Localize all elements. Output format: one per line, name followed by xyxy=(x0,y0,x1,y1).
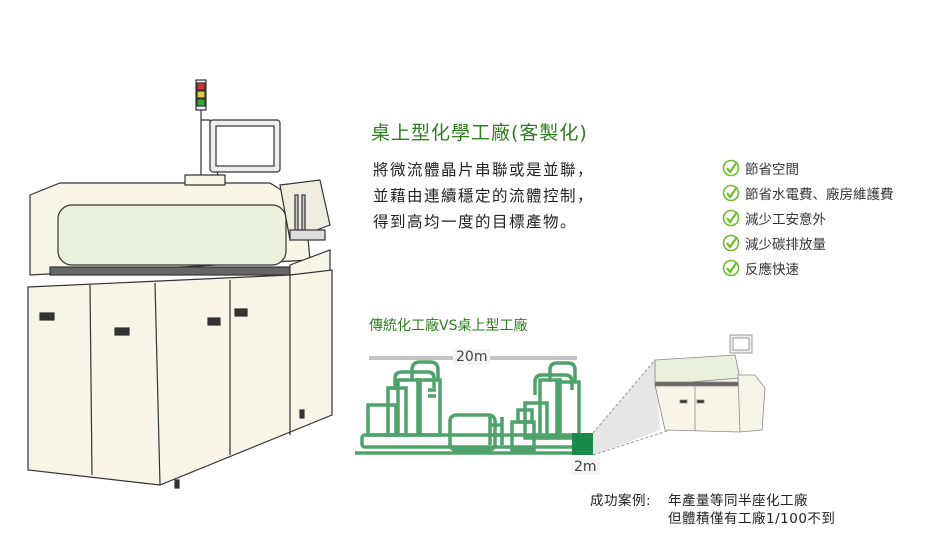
benefit-item: 節省水電費、廠房維護費 xyxy=(722,183,894,203)
zoom-cone xyxy=(593,360,660,455)
traditional-factory-icon xyxy=(355,360,590,455)
traditional-size-label: 20m xyxy=(453,349,491,365)
benefit-label: 減少工安意外 xyxy=(745,212,826,228)
check-circle-icon xyxy=(722,184,740,202)
benefit-item: 減少碳排放量 xyxy=(722,233,826,253)
benefit-item: 節省空間 xyxy=(722,158,799,178)
check-circle-icon xyxy=(722,209,740,227)
benefit-item: 反應快速 xyxy=(722,258,799,278)
benefit-item: 減少工安意外 xyxy=(722,208,826,228)
benefit-label: 節省水電費、廠房維護費 xyxy=(745,187,894,203)
description-line: 並藉由連續穩定的流體控制， xyxy=(373,187,595,205)
benefit-label: 減少碳排放量 xyxy=(745,237,826,253)
comparison-title: 傳統化工廠VS桌上型工廠 xyxy=(369,318,528,334)
case-line: 年產量等同半座化工廠 xyxy=(668,493,808,509)
desktop-size-label: 2m xyxy=(571,459,600,475)
page-title: 桌上型化學工廠(客製化) xyxy=(371,122,588,144)
comparison-illustration xyxy=(355,334,766,456)
desktop-footprint-square xyxy=(572,433,593,455)
description-line: 將微流體晶片串聯或是並聯， xyxy=(373,161,595,179)
check-circle-icon xyxy=(722,159,740,177)
case-line: 但體積僅有工廠1/100不到 xyxy=(668,511,836,527)
check-circle-icon xyxy=(722,259,740,277)
description-line: 得到高均一度的目標產物。 xyxy=(373,213,578,231)
desktop-chemical-factory-machine-image xyxy=(27,79,333,489)
benefit-label: 節省空間 xyxy=(745,162,799,178)
small-machine-image xyxy=(654,334,766,433)
case-label: 成功案例: xyxy=(590,493,652,509)
benefit-label: 反應快速 xyxy=(745,262,799,278)
check-circle-icon xyxy=(722,234,740,252)
